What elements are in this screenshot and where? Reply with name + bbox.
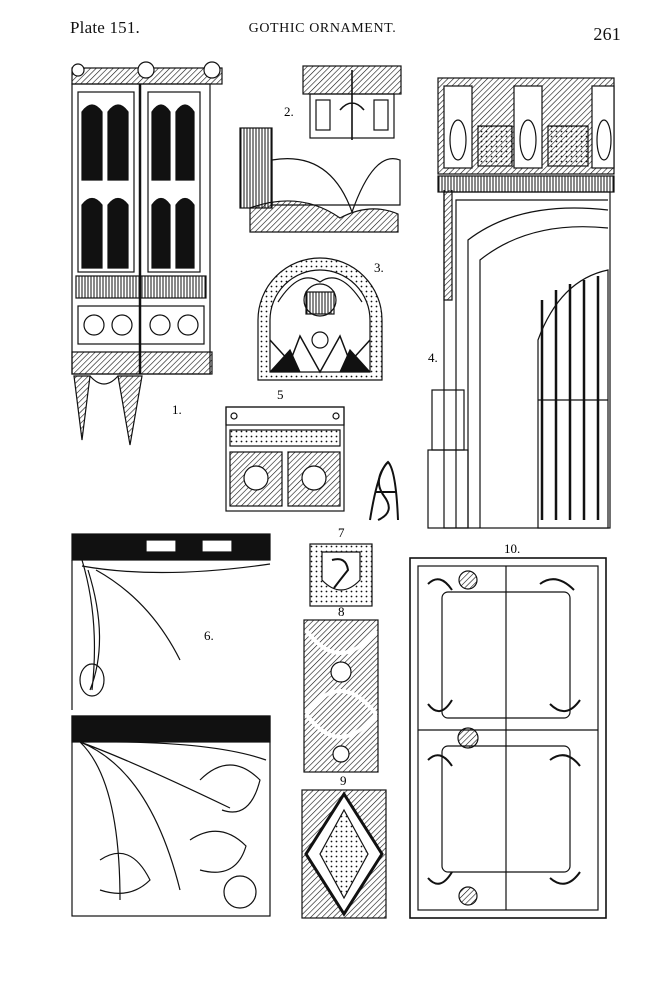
figure-label-9: 9 bbox=[340, 773, 347, 788]
figure-label-3: 3. bbox=[374, 260, 384, 275]
figure-3-roundel bbox=[257, 257, 383, 381]
page-number: 261 bbox=[593, 24, 621, 44]
figure-label-2: 2. bbox=[284, 104, 294, 119]
figure-label-8: 8 bbox=[338, 604, 345, 619]
figure-label-1: 1. bbox=[172, 402, 182, 417]
figure-1-oriel-window bbox=[71, 61, 223, 446]
figure-9-lozenge-tile bbox=[301, 789, 387, 919]
figure-10-foliage-panel bbox=[409, 557, 607, 919]
figure-8-tile bbox=[303, 619, 379, 773]
figure-label-7: 7 bbox=[338, 525, 345, 540]
figure-4-doorway bbox=[427, 77, 615, 529]
monogram-ornament bbox=[369, 460, 399, 521]
figure-label-4: 4. bbox=[428, 350, 438, 365]
page-title: GOTHIC ORNAMENT. bbox=[248, 21, 397, 36]
figure-5-panel bbox=[225, 406, 345, 512]
plate-number: Plate 151. bbox=[70, 18, 140, 37]
figure-2-corbel bbox=[239, 65, 402, 233]
figure-label-6: 6. bbox=[204, 628, 214, 643]
figure-7-heraldic-tile bbox=[309, 543, 373, 607]
figure-label-10: 10. bbox=[504, 541, 520, 556]
figure-label-5: 5 bbox=[277, 387, 284, 402]
figure-6-vault-spandrels bbox=[71, 533, 271, 917]
